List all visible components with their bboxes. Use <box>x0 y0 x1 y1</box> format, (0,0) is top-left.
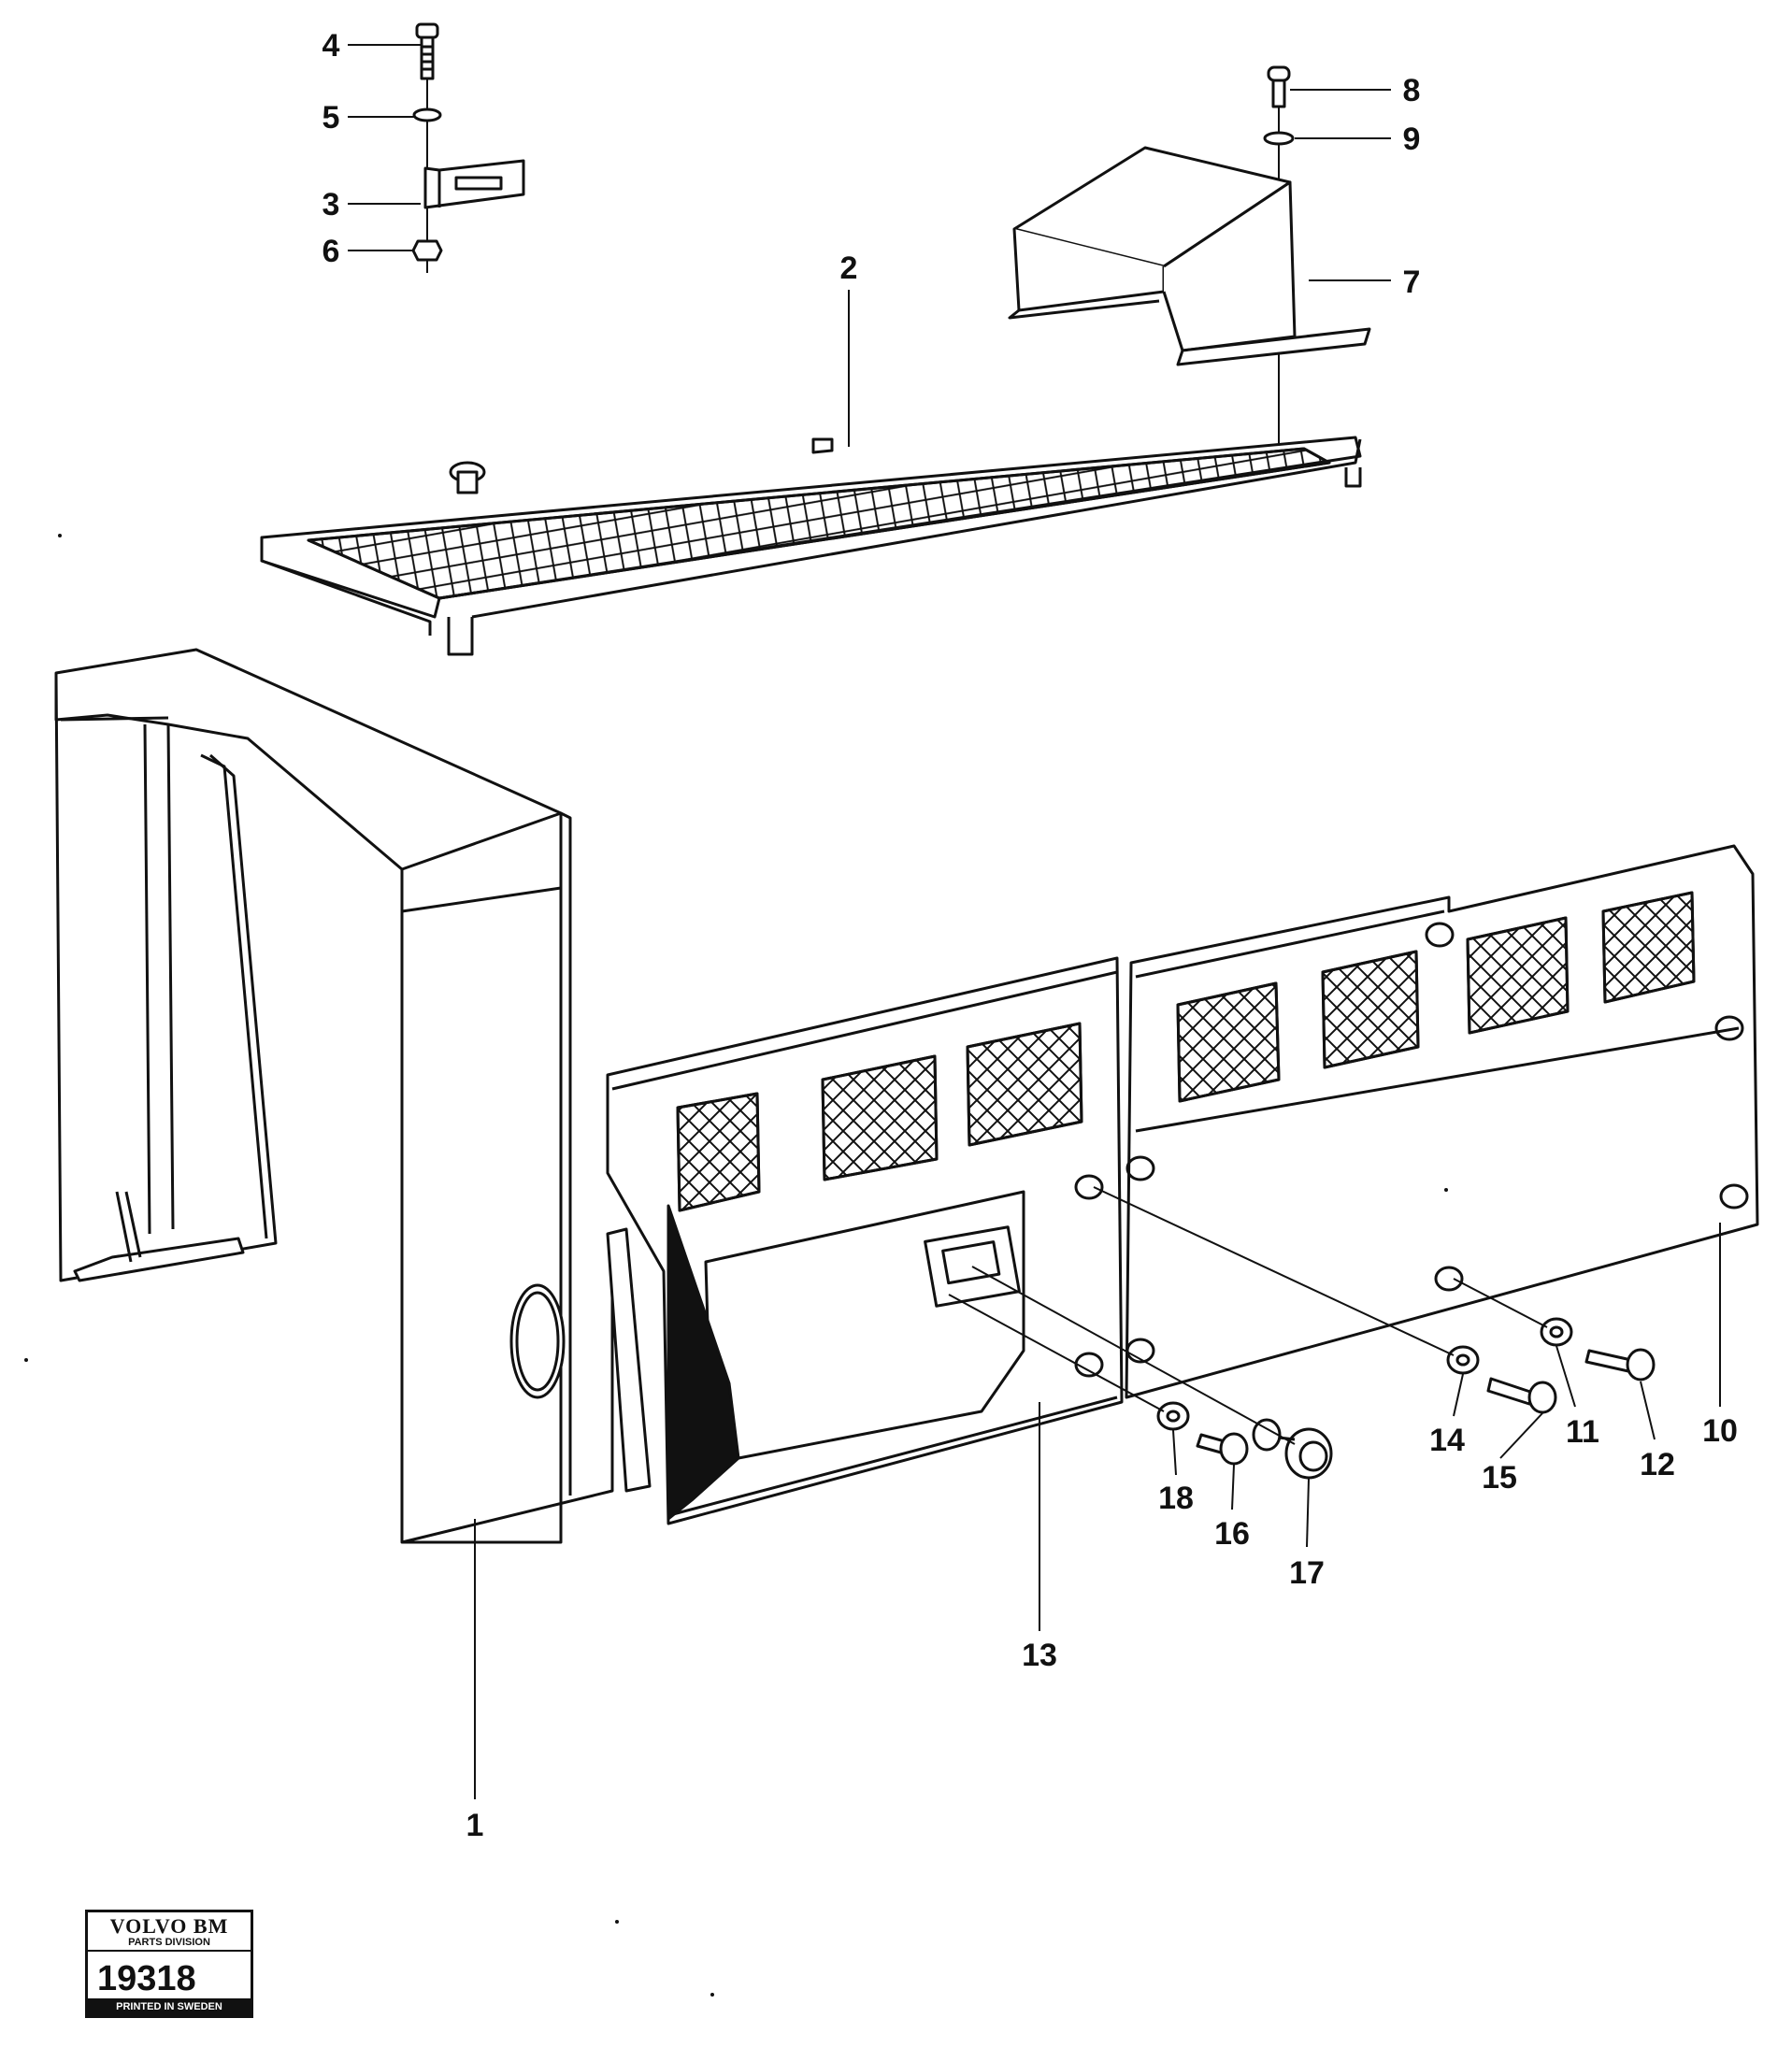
callout-8: 8 <box>1403 73 1421 108</box>
callout-13: 13 <box>1022 1638 1057 1673</box>
bracket-3 <box>423 159 525 209</box>
callout-1: 1 <box>466 1808 484 1843</box>
bolt-4 <box>415 22 439 80</box>
callout-2: 2 <box>840 251 858 286</box>
stamp-brand: VOLVO BM <box>109 1914 229 1938</box>
callout-15: 15 <box>1482 1460 1517 1496</box>
publisher-stamp: VOLVO BM PARTS DIVISION 19318 PRINTED IN… <box>85 1910 253 2018</box>
front-panel-13 <box>606 956 1124 1525</box>
washer-5 <box>412 107 442 122</box>
washer-18 <box>1156 1401 1190 1431</box>
callout-14: 14 <box>1429 1423 1465 1458</box>
screw-8 <box>1267 65 1291 108</box>
washer-9 <box>1263 131 1295 146</box>
side-panel-1 <box>54 648 652 1544</box>
callout-9: 9 <box>1403 122 1421 157</box>
callout-7: 7 <box>1403 265 1421 300</box>
callout-12: 12 <box>1640 1447 1675 1482</box>
callout-18: 18 <box>1158 1481 1194 1516</box>
callout-3: 3 <box>323 187 340 222</box>
stamp-number: 19318 <box>97 1959 196 1998</box>
callout-10: 10 <box>1702 1413 1738 1449</box>
stamp-division: PARTS DIVISION <box>88 1937 251 1952</box>
callout-17: 17 <box>1289 1555 1325 1591</box>
stamp-printed: PRINTED IN SWEDEN <box>88 1998 251 2015</box>
callout-6: 6 <box>323 234 340 269</box>
lock-17 <box>1252 1418 1333 1480</box>
callout-4: 4 <box>323 28 340 64</box>
bolt-12 <box>1584 1348 1656 1381</box>
washer-11 <box>1540 1317 1573 1347</box>
bracket-7 <box>1008 146 1371 366</box>
mesh-tray-2 <box>260 436 1362 656</box>
callout-5: 5 <box>323 100 340 136</box>
bolt-15 <box>1486 1377 1557 1414</box>
washer-14 <box>1446 1345 1480 1375</box>
bolt-16 <box>1196 1432 1249 1466</box>
rear-panel-10 <box>1074 844 1759 1399</box>
callout-11: 11 <box>1566 1414 1599 1450</box>
callout-16: 16 <box>1214 1516 1250 1552</box>
nut-6 <box>411 239 443 262</box>
